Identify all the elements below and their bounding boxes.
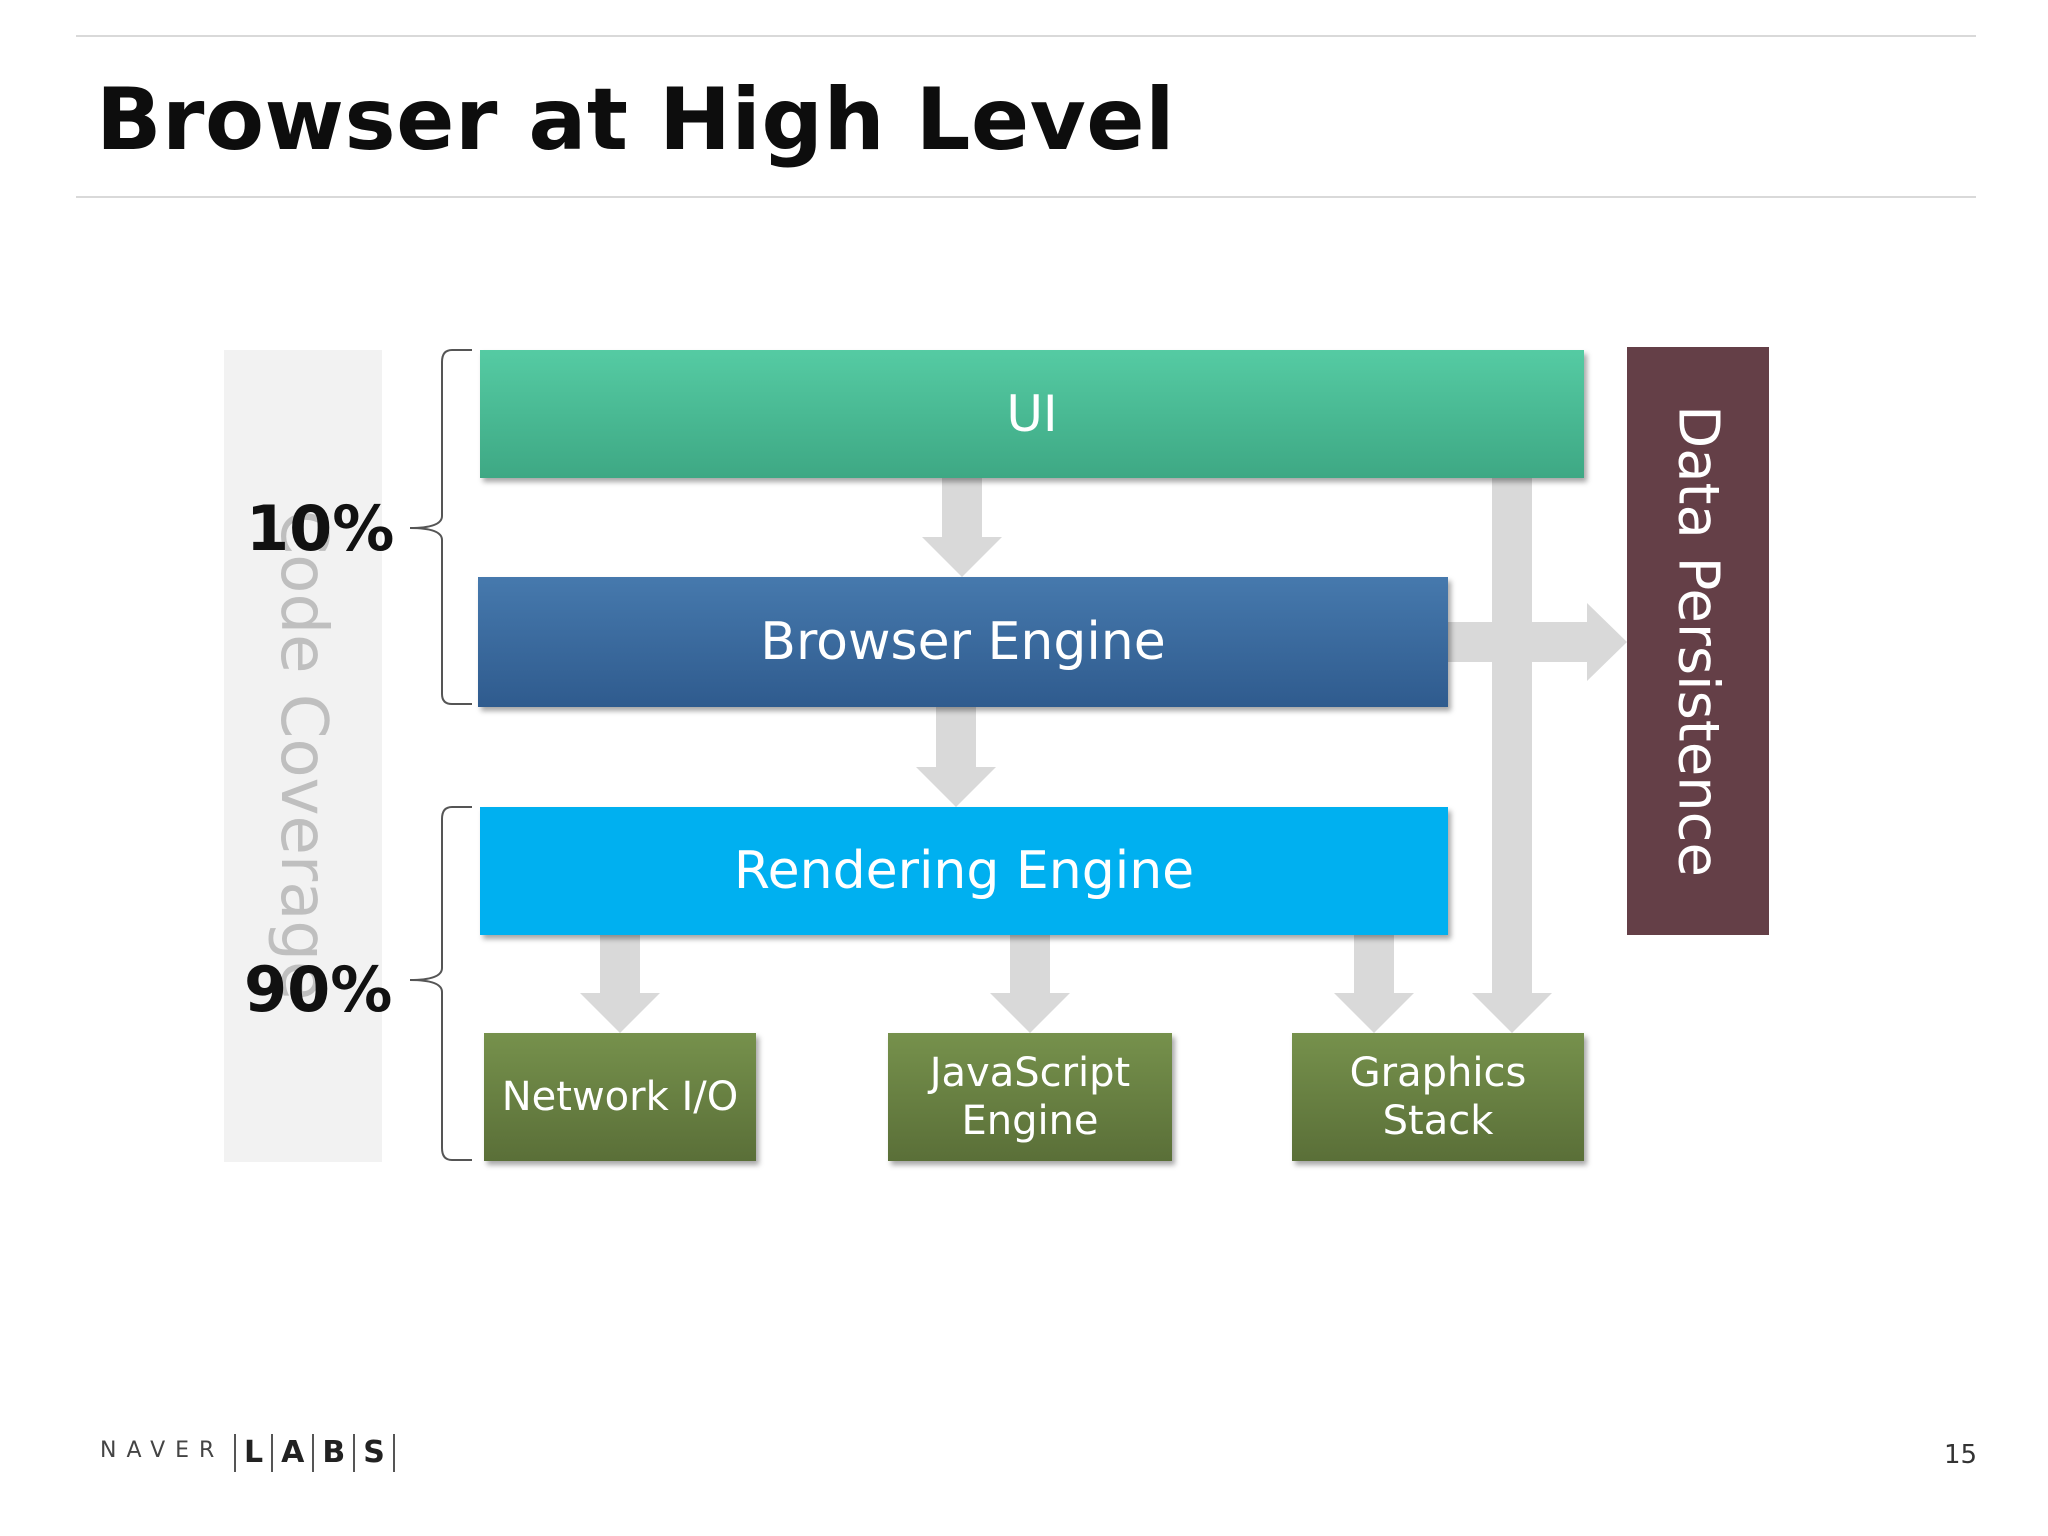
naver-wordmark: NAVER (100, 1438, 225, 1463)
bottom-coverage-percent: 90% (244, 953, 393, 1026)
slide-title: Browser at High Level (96, 70, 1176, 170)
code-coverage-bar (224, 350, 382, 1162)
javascript-engine-box: JavaScript Engine (888, 1033, 1172, 1161)
title-underline (76, 196, 1976, 198)
labs-wordmark: L A B S (234, 1434, 395, 1472)
browser-to-persistence-arrow (1448, 603, 1627, 681)
top-rule (76, 35, 1976, 37)
browser-engine-box: Browser Engine (478, 577, 1448, 707)
network-io-label: Network I/O (501, 1074, 739, 1120)
ui-label: UI (1006, 385, 1058, 443)
labs-letter-b: B (312, 1434, 353, 1472)
rendering-engine-box: Rendering Engine (480, 807, 1448, 935)
network-io-box: Network I/O (484, 1033, 756, 1161)
javascript-engine-label: JavaScript Engine (929, 1050, 1131, 1144)
ui-to-browser-arrow (922, 478, 1002, 577)
labs-letter-l: L (234, 1434, 271, 1472)
graphics-stack-box: Graphics Stack (1292, 1033, 1584, 1161)
labs-letter-s: S (353, 1434, 395, 1472)
browser-to-rendering-arrow (916, 707, 996, 807)
page-number: 15 (1944, 1440, 1978, 1470)
rendering-to-network-arrow (580, 935, 660, 1033)
bottom-brace (409, 806, 472, 1161)
data-persistence-box (1627, 347, 1769, 935)
labs-letter-a: A (271, 1434, 312, 1472)
top-coverage-percent: 10% (246, 492, 395, 565)
rendering-to-graphics-arrow (1334, 935, 1414, 1033)
ui-box: UI (480, 350, 1584, 478)
ui-to-graphics-arrow (1472, 478, 1552, 1033)
rendering-to-javascript-arrow (990, 935, 1070, 1033)
data-persistence-label: Data Persistence (1665, 405, 1731, 877)
browser-engine-label: Browser Engine (760, 612, 1166, 672)
graphics-stack-label: Graphics Stack (1349, 1050, 1527, 1144)
rendering-engine-label: Rendering Engine (733, 841, 1195, 901)
top-brace (409, 349, 472, 705)
